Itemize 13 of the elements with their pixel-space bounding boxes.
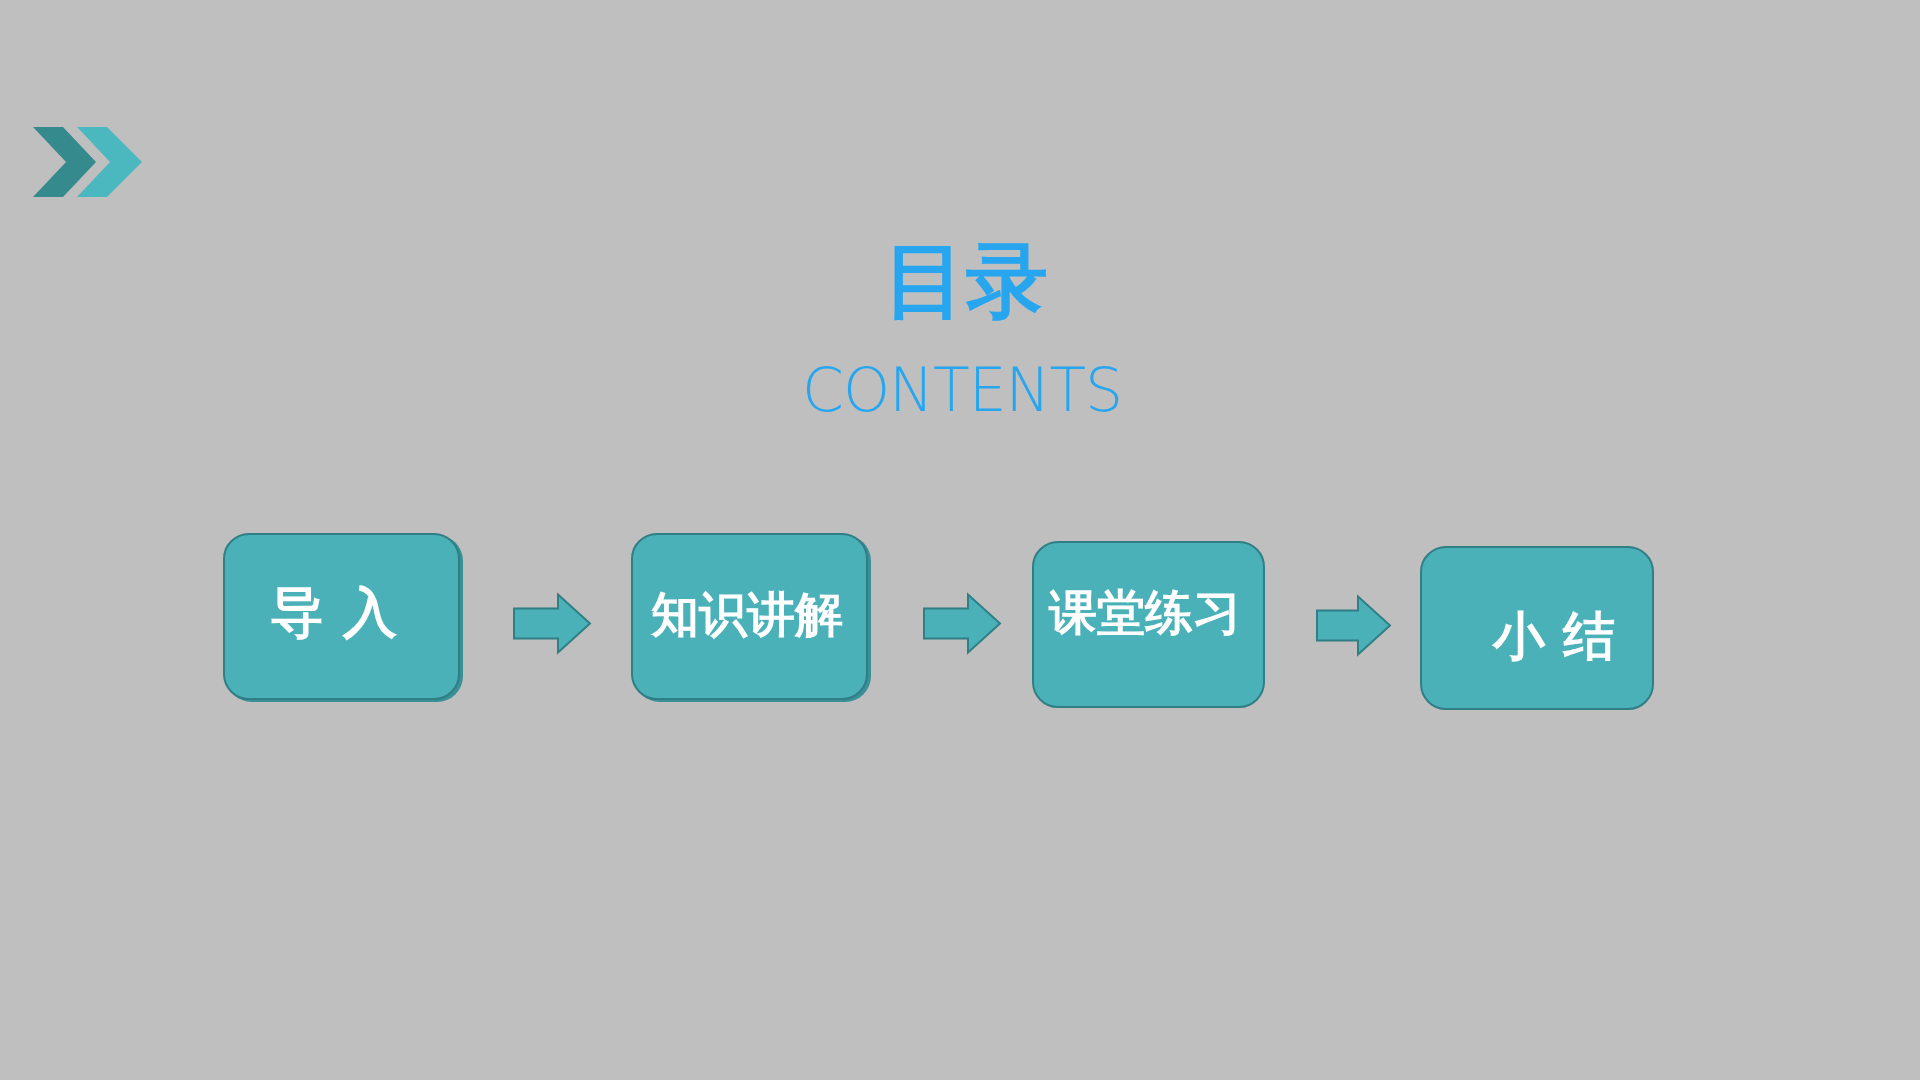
rounded-box xyxy=(1420,546,1654,710)
box-label: 小 结 xyxy=(1493,610,1616,662)
rounded-box xyxy=(1032,541,1265,708)
rounded-box xyxy=(631,533,868,700)
block-arrow xyxy=(923,592,1002,655)
title: 目录 xyxy=(884,240,1048,322)
rounded-box xyxy=(223,533,460,700)
block-arrow xyxy=(1316,594,1392,657)
box-label: 课堂练习 xyxy=(1048,587,1241,636)
box-label: 知识讲解 xyxy=(650,589,843,638)
box-label: 导 入 xyxy=(270,585,397,640)
block-arrow xyxy=(513,592,592,655)
subtitle: CONTENTS xyxy=(802,360,1123,420)
